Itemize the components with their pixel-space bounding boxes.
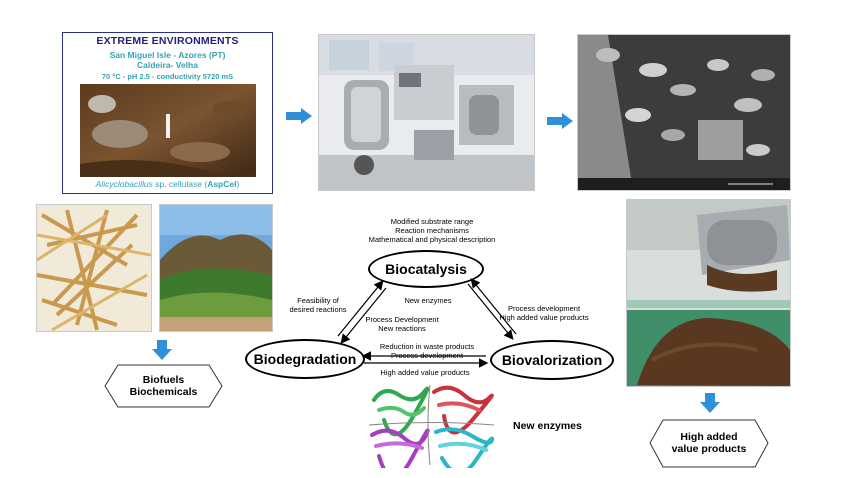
compost-machine-photo xyxy=(626,199,791,387)
right-arrow-icon xyxy=(547,113,573,129)
note-description: Mathematical and physical description xyxy=(368,235,496,244)
output-biofuels: Biofuels xyxy=(142,374,185,386)
caption-text: sp. cellulase ( xyxy=(152,179,208,189)
down-arrow-icon xyxy=(152,340,172,360)
output-value-products: value products xyxy=(671,443,747,455)
bottom-arrow-note: Reduction in waste products Process deve… xyxy=(362,342,492,360)
note-desired-reactions: desired reactions xyxy=(289,305,347,314)
note-process-development: Process Development xyxy=(365,315,439,324)
left-arrow-inner-note: Process Development New reactions xyxy=(357,315,447,333)
output-biochemicals: Biochemicals xyxy=(129,386,198,398)
right-arrow-icon xyxy=(286,108,312,124)
biofuels-output-box: Biofuels Biochemicals xyxy=(104,364,223,408)
note-process-development-bottom: Process development xyxy=(390,351,464,360)
down-arrow-icon xyxy=(700,393,720,413)
note-new-reactions: New reactions xyxy=(378,324,426,333)
node-biocatalysis: Biocatalysis xyxy=(368,250,484,288)
note-feasibility: Feasibility of xyxy=(297,296,339,305)
note-waste-reduction: Reduction in waste products xyxy=(379,342,475,351)
output-high-added: High added xyxy=(680,431,738,443)
caption-code: AspCel xyxy=(207,179,237,189)
left-arrow-outer-note: Feasibility of desired reactions xyxy=(283,296,353,314)
enzymes-label: New enzymes xyxy=(513,420,582,432)
top-notes: Modified substrate range Reaction mechan… xyxy=(352,217,512,244)
env-title: EXTREME ENVIRONMENTS xyxy=(96,35,239,47)
hot-spring-photo xyxy=(80,84,256,177)
enzyme-structure-image xyxy=(364,380,498,478)
node-biodegradation: Biodegradation xyxy=(245,339,365,379)
extreme-environments-card: EXTREME ENVIRONMENTS San Miguel Isle - A… xyxy=(62,32,273,194)
env-location-line1: San Miguel Isle - Azores (PT) xyxy=(109,50,226,60)
electron-micrograph xyxy=(577,34,791,191)
note-high-value-right: High added value products xyxy=(499,313,589,322)
caption-species: Alicyclobacillus xyxy=(95,179,153,189)
bioreactor-photo xyxy=(318,34,535,191)
right-arrow-outer-note: Process development High added value pro… xyxy=(484,304,604,322)
note-substrate: Modified substrate range xyxy=(390,217,474,226)
caption-close: ) xyxy=(236,179,240,189)
env-location-line2: Caldeira- Velha xyxy=(137,60,198,70)
straw-biomass-photo xyxy=(36,204,152,332)
env-caption: Alicyclobacillus sp. cellulase (AspCel) xyxy=(63,179,272,189)
high-value-output-box: High added value products xyxy=(649,419,769,468)
env-parameters: 70 °C - pH 2.5 - conductivity 5720 mS xyxy=(101,72,234,81)
note-process-development-right: Process development xyxy=(507,304,581,313)
node-biovalorization: Biovalorization xyxy=(490,340,614,380)
note-new-enzymes-top: New enzymes xyxy=(404,296,452,305)
note-reaction: Reaction mechanisms xyxy=(395,226,469,235)
note-high-value-bottom: High added value products xyxy=(380,368,470,377)
green-waste-photo xyxy=(159,204,273,332)
